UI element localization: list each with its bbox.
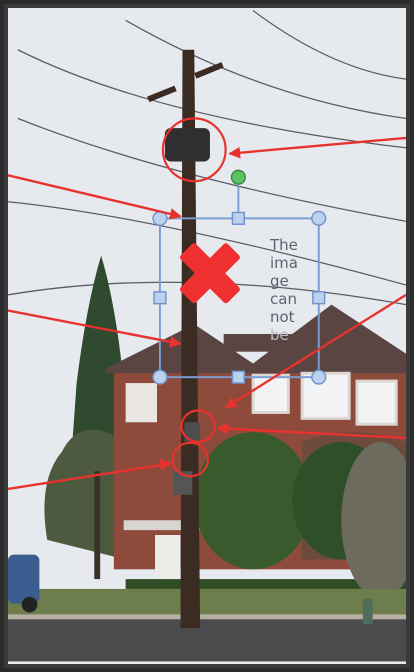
lawn [8,588,406,619]
arrow-to-pole-top [8,174,182,220]
rotate-handle[interactable] [230,169,246,185]
broken-image-line-5: not [270,308,295,326]
curb [8,614,406,620]
circle-junction-upper [180,409,216,443]
resize-handle-bottom[interactable] [231,370,245,384]
parked-car [8,554,40,613]
resize-handle-top-right[interactable] [311,210,327,226]
red-x-icon [179,243,240,304]
arrow-diagonal [224,293,406,409]
arrow-to-lower-circle [8,459,172,491]
broken-image-line-3: ge [270,272,289,290]
fire-hydrant [362,598,373,625]
broken-image-line-1: The [270,236,298,254]
arrow-to-speaker [228,136,406,159]
circle-speaker [161,117,227,183]
resize-handle-left[interactable] [153,291,167,305]
circle-junction-lower [171,441,210,478]
arrow-to-upper-circle [216,422,406,440]
annotation-arrows [8,136,406,491]
broken-image-line-4: can [270,290,297,308]
street-scene [8,10,406,662]
resize-handle-bottom-right[interactable] [311,369,327,385]
broken-image-line-6: be [270,326,289,344]
road [8,618,406,662]
photo-frame: The ima ge can not be [4,4,410,668]
broken-image-message: The ima ge can not be [270,236,318,366]
resize-handle-top[interactable] [231,211,245,225]
annotation-circles [161,117,227,478]
utility-pole [147,49,224,629]
resize-handle-bottom-left[interactable] [152,369,168,385]
arrow-to-pole-mid [8,309,182,348]
resize-handle-right[interactable] [312,291,326,305]
broken-image-line-2: ima [270,254,298,272]
